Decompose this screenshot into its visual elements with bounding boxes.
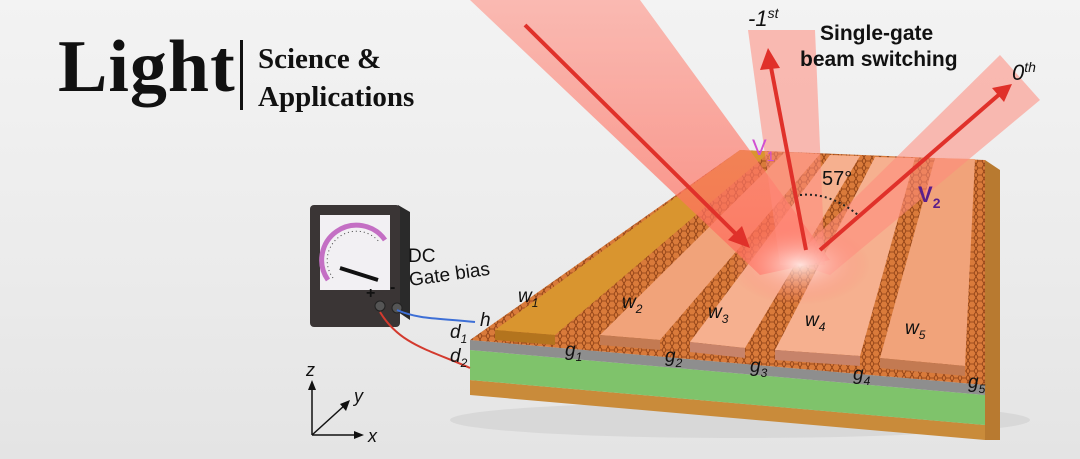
plus-terminal-label: + <box>366 285 375 302</box>
logo-subtitle: Science & Applications <box>258 40 414 116</box>
gap-label-g3: g3 <box>750 356 768 380</box>
axis-x-label: x <box>367 426 378 446</box>
stripe-w3-front <box>690 342 745 358</box>
d2-label: d2 <box>450 346 468 370</box>
substrate-bottom-layer <box>470 380 985 440</box>
beam-arrows <box>523 23 1012 252</box>
zeroth-arrow <box>818 90 1004 252</box>
wire-blue <box>396 309 476 323</box>
incident-beam <box>470 0 830 275</box>
width-label-w2: w2 <box>622 292 643 316</box>
stripe-w5-front <box>880 358 965 376</box>
coordinate-axes <box>308 380 364 439</box>
stripe-w2-front <box>600 335 660 350</box>
angle-arc <box>799 193 859 216</box>
minus-first-arrowhead <box>760 48 780 70</box>
angle-label: 57° <box>822 168 852 190</box>
voltmeter-side <box>398 205 410 320</box>
voltmeter-terminal-plus <box>374 300 386 312</box>
gap-label-g2: g2 <box>665 346 683 370</box>
stripe-w1-front <box>495 330 555 345</box>
minus-terminal-label: - <box>390 279 395 296</box>
incident-arrow <box>523 23 744 242</box>
width-label-w3: w3 <box>708 302 729 326</box>
voltmeter-dial-arc <box>319 222 388 282</box>
minus-first-arrow <box>768 61 808 251</box>
logo-subtitle-line2: Applications <box>258 81 415 113</box>
z-axis-arrowhead <box>308 380 316 390</box>
width-label-w5: w5 <box>905 318 926 342</box>
axis-y-label: y <box>352 386 364 406</box>
x-axis-arrowhead <box>354 431 364 439</box>
title-line2: beam switching <box>800 48 958 71</box>
substrate-green-layer <box>470 350 985 425</box>
width-labels: w1 w2 w3 w4 w5 <box>518 286 926 342</box>
h-label: h <box>480 310 491 331</box>
dc-label: DC <box>408 246 435 267</box>
gap-labels: g1 g2 g3 g4 g5 <box>565 340 986 396</box>
v1-label: V1 <box>752 135 775 164</box>
stripe-w4-front <box>775 350 860 366</box>
width-label-w1: w1 <box>518 286 538 310</box>
substrate-gray-layer <box>470 340 985 395</box>
logo-divider <box>240 40 243 110</box>
gap-label-g4: g4 <box>853 364 871 388</box>
order-zero-label: 0th <box>1012 59 1036 85</box>
axis-z-label: z <box>305 360 315 380</box>
beam-spot <box>730 225 870 305</box>
stripe-w5 <box>880 158 975 366</box>
dc-voltmeter <box>310 205 410 327</box>
gap-label-g5: g5 <box>968 372 986 396</box>
logo-subtitle-line1: Science & <box>258 43 382 75</box>
voltmeter-needle <box>339 266 379 282</box>
wire-red <box>379 311 471 369</box>
title-line1: Single-gate <box>820 22 933 45</box>
width-label-w4: w4 <box>805 310 826 334</box>
incident-arrowhead <box>728 226 750 248</box>
y-axis <box>311 404 346 436</box>
order-minus-first-label: -1st <box>748 5 780 31</box>
v2-label: V2 <box>918 182 941 211</box>
bias-wires <box>379 309 476 369</box>
gap-label-g1: g1 <box>565 340 582 364</box>
zeroth-arrowhead <box>992 84 1012 102</box>
y-axis-arrowhead <box>340 400 350 411</box>
logo-light-text: Light <box>58 26 236 108</box>
voltmeter-dial-scale <box>326 230 381 279</box>
d1-label: d1 <box>450 322 467 346</box>
device-substrate <box>470 160 1000 440</box>
substrate-side <box>985 160 1000 440</box>
